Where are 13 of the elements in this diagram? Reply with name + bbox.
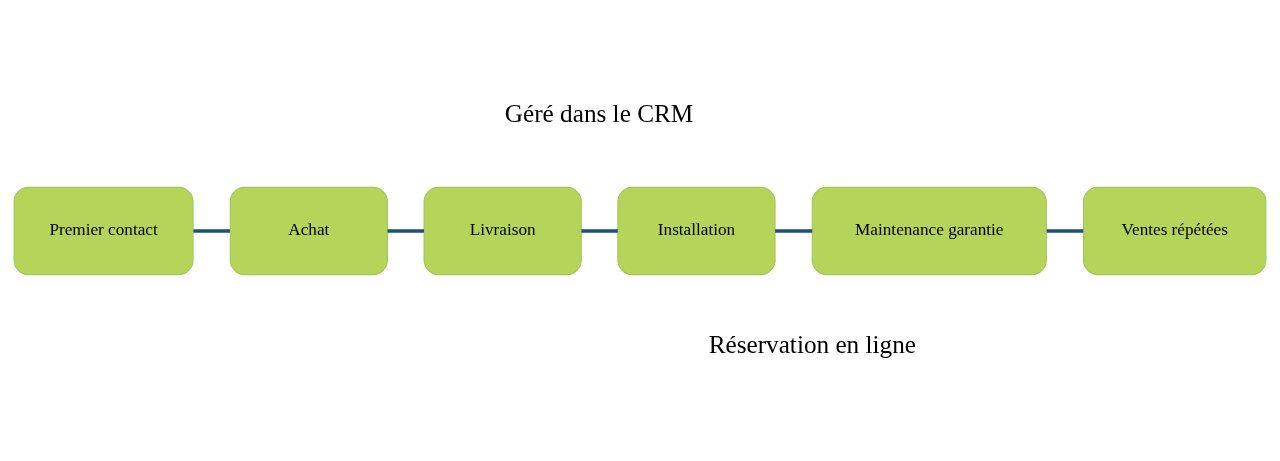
node-box: Maintenance garantie [811, 186, 1047, 275]
node-box: Premier contact [13, 186, 194, 275]
label: Réservation en ligne [708, 330, 916, 358]
node-box: Livraison [423, 186, 582, 275]
connector [387, 228, 424, 233]
connector [193, 228, 230, 233]
connector [1046, 228, 1084, 233]
node-box: Installation [617, 186, 776, 275]
connector [581, 228, 618, 233]
node-box: Achat [229, 186, 388, 275]
node-box: Ventes répétées [1082, 186, 1267, 275]
connector [775, 228, 813, 233]
label: Géré dans le CRM [504, 99, 694, 127]
